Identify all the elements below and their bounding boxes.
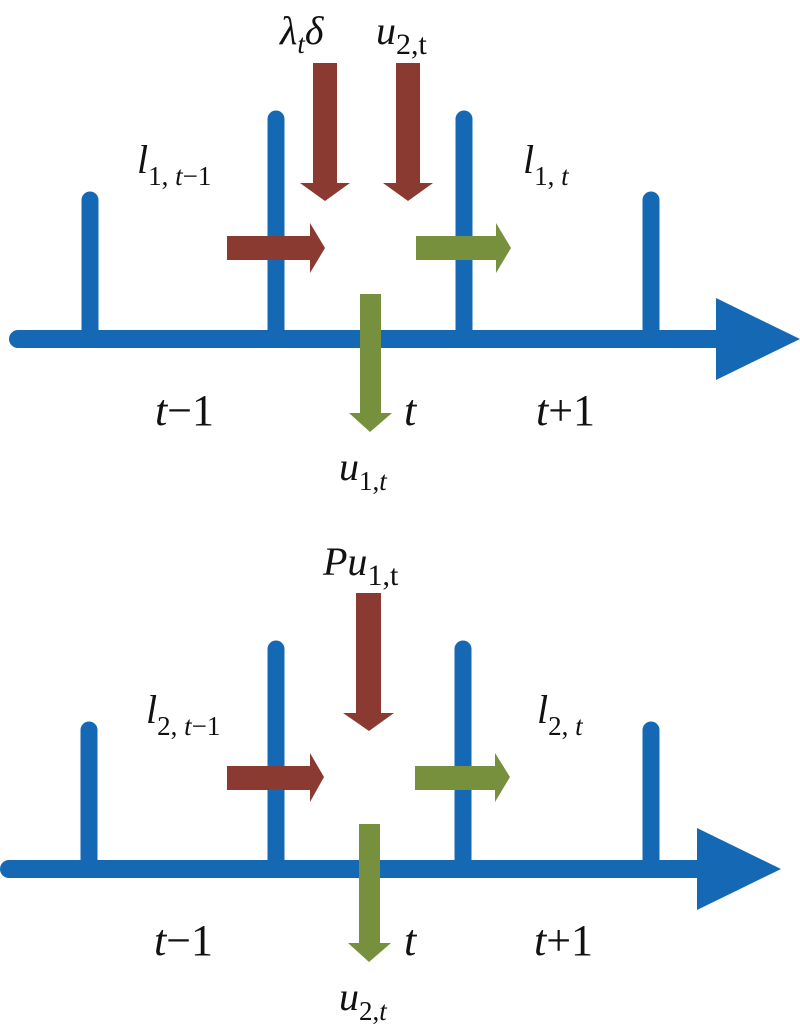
period-label-prev: t−1 [155, 386, 214, 435]
period-label-prev: t−1 [154, 916, 213, 965]
panel-2: Pu1,t l2, t−1 l2, t u2,t t−1 t t+1 [0, 539, 781, 1026]
time-axis [0, 640, 781, 910]
label-l2-t-minus-1: l2, t−1 [146, 687, 220, 741]
label-l2-t: l2, t [537, 687, 584, 741]
carry-out-arrow [415, 753, 510, 802]
period-label-next: t+1 [534, 916, 593, 965]
inflow-arrow-lambda-delta [300, 63, 350, 201]
label-u2t-top: u2,t [376, 8, 428, 61]
label-u2t: u2,t [339, 974, 388, 1026]
carry-out-arrow [416, 223, 511, 273]
panel-1: λtδ u2,t l1, t−1 l1, t u1,t t−1 t t+1 [9, 8, 800, 496]
label-l1-t-minus-1: l1, t−1 [137, 137, 211, 191]
label-l1-t: l1, t [523, 137, 570, 191]
inflow-arrow-pu1 [343, 593, 394, 731]
period-label-current: t [404, 916, 418, 965]
axis-arrowhead [697, 828, 781, 910]
period-label-next: t+1 [536, 386, 595, 435]
outflow-arrow [349, 294, 392, 432]
carry-in-arrow [227, 223, 325, 273]
carry-in-arrow [227, 753, 324, 802]
axis-arrowhead [716, 298, 800, 380]
label-pu1t: Pu1,t [322, 539, 399, 592]
period-label-current: t [404, 386, 418, 435]
label-u1t: u1,t [339, 444, 388, 496]
inflow-arrow-u2 [383, 63, 433, 201]
outflow-arrow [348, 824, 391, 962]
label-lambda-delta: λtδ [279, 8, 325, 59]
